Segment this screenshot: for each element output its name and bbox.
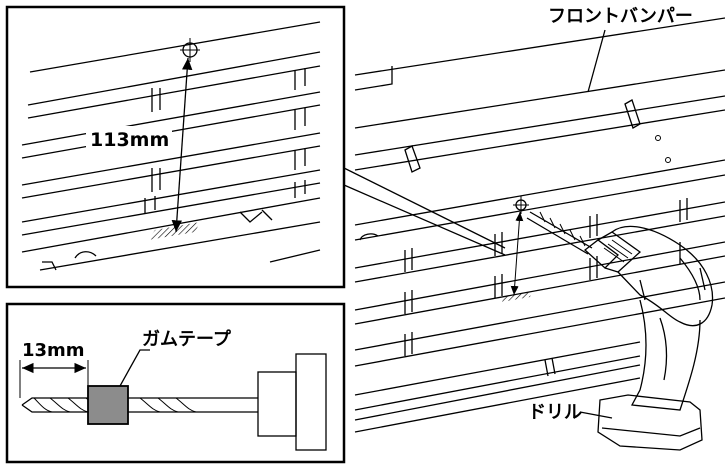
drill-label: ドリル (528, 402, 582, 423)
power-drill-handle (630, 299, 701, 411)
power-drill-bit (526, 211, 593, 255)
gum-tape-leader (119, 349, 150, 387)
drill-body (295, 353, 327, 451)
dimension-label-113: 113mm (90, 129, 169, 151)
bumper-main-view: フロントバンパー (354, 6, 725, 433)
front-bumper-label: フロントバンパー (548, 6, 693, 27)
gum-tape-block (87, 385, 129, 425)
power-drill-battery (597, 394, 703, 451)
bumper-clip-left (404, 145, 421, 173)
drill-panel-border (5, 302, 346, 464)
drill-label-leader (579, 411, 613, 419)
gum-tape-label: ガムテープ (142, 328, 232, 350)
bumper-clip-right (624, 99, 641, 129)
dimension-arrow-113 (171, 57, 193, 233)
detail-panel-drill-bit: 13mm ガムテープ (5, 302, 346, 464)
drill-chuck (257, 371, 297, 437)
bumper-hole-hatch (502, 291, 532, 302)
bumper-dimension-arrow (510, 211, 524, 296)
drill-bit (21, 397, 205, 413)
bumper-hole-crosshair (513, 196, 529, 214)
hole-crosshair (180, 38, 200, 62)
detail-panel-hole-position: 113mm (5, 5, 346, 289)
front-bumper-leader (587, 29, 606, 93)
dimension-label-bg (86, 126, 172, 152)
dimension-label-13: 13mm (22, 340, 85, 361)
callout-line-lower (343, 184, 506, 256)
power-drill: ドリル (526, 211, 714, 451)
callout-line-upper (343, 167, 506, 249)
detail-panel-border (5, 5, 346, 289)
